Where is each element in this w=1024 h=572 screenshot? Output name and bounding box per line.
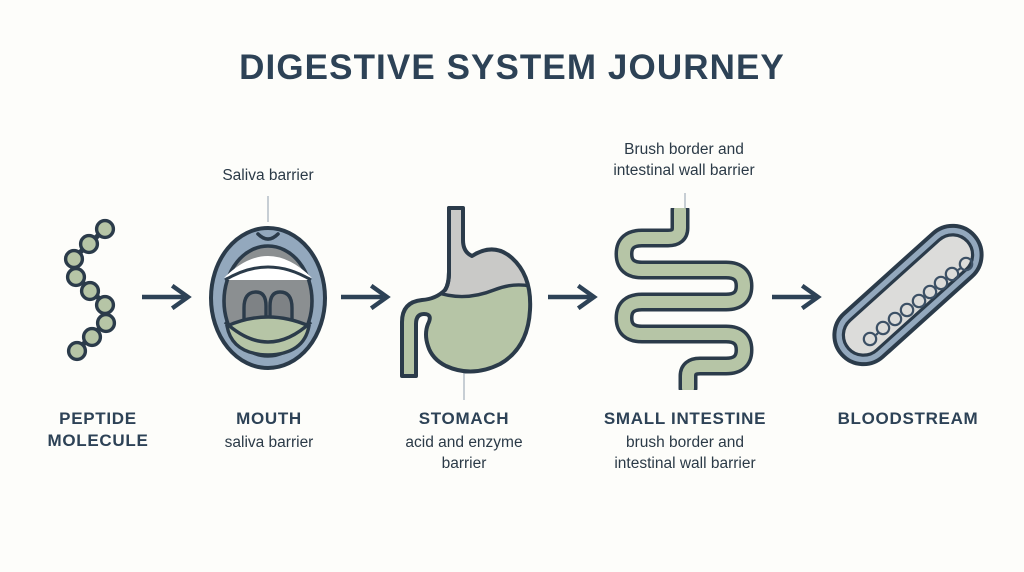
- callout-brush-line-1: Brush border and: [624, 141, 744, 158]
- peptide-chain-icon: [56, 214, 140, 374]
- callout-brush-line-2: intestinal wall barrier: [613, 161, 755, 179]
- page-title: DIGESTIVE SYSTEM JOURNEY: [239, 48, 785, 87]
- stage-sub-stomach-line-2: barrier: [441, 454, 487, 472]
- connector-line-mouth: [267, 196, 269, 222]
- arrow-intestine-to-bloodstream: [771, 283, 824, 311]
- stage-name-stomach: STOMACH: [418, 409, 510, 428]
- stage-sub-intestine-line-1: brush border and: [625, 433, 745, 451]
- callout-brush-border: Brush border and intestinal wall barrier: [578, 140, 790, 182]
- stage-name-small-intestine: SMALL INTESTINE: [603, 409, 767, 428]
- arrow-mouth-to-stomach: [340, 283, 393, 311]
- callout-saliva-line-1: Saliva barrier: [222, 167, 314, 184]
- arrow-peptide-to-mouth: [141, 283, 194, 311]
- blood-vessel-icon: [826, 216, 990, 374]
- stage-label-bloodstream: BLOODSTREAM: [806, 408, 1010, 430]
- arrow-stomach-to-intestine: [547, 283, 600, 311]
- stage-sub-mouth-line-1: saliva barrier: [224, 433, 314, 451]
- stage-name-bloodstream: BLOODSTREAM: [837, 409, 979, 428]
- stomach-icon: [390, 206, 538, 382]
- stage-label-stomach: STOMACH acid and enzyme barrier: [372, 408, 556, 475]
- stage-label-peptide-molecule: PEPTIDE MOLECULE: [8, 408, 188, 452]
- stage-label-mouth: MOUTH saliva barrier: [180, 408, 358, 454]
- connector-line-stomach: [463, 372, 465, 400]
- stage-name-peptide-line-2: MOLECULE: [47, 430, 149, 450]
- stage-sub-stomach-line-1: acid and enzyme: [405, 433, 523, 451]
- stage-label-small-intestine: SMALL INTESTINE brush border and intesti…: [568, 408, 802, 475]
- callout-saliva-barrier: Saliva barrier: [176, 166, 360, 187]
- small-intestine-icon: [608, 200, 760, 398]
- stage-name-mouth: MOUTH: [236, 409, 302, 428]
- stage-sub-intestine-line-2: intestinal wall barrier: [614, 454, 756, 472]
- connector-line-intestine: [684, 193, 686, 217]
- stage-name-peptide-line-1: PEPTIDE: [59, 409, 137, 428]
- mouth-icon: [206, 222, 330, 374]
